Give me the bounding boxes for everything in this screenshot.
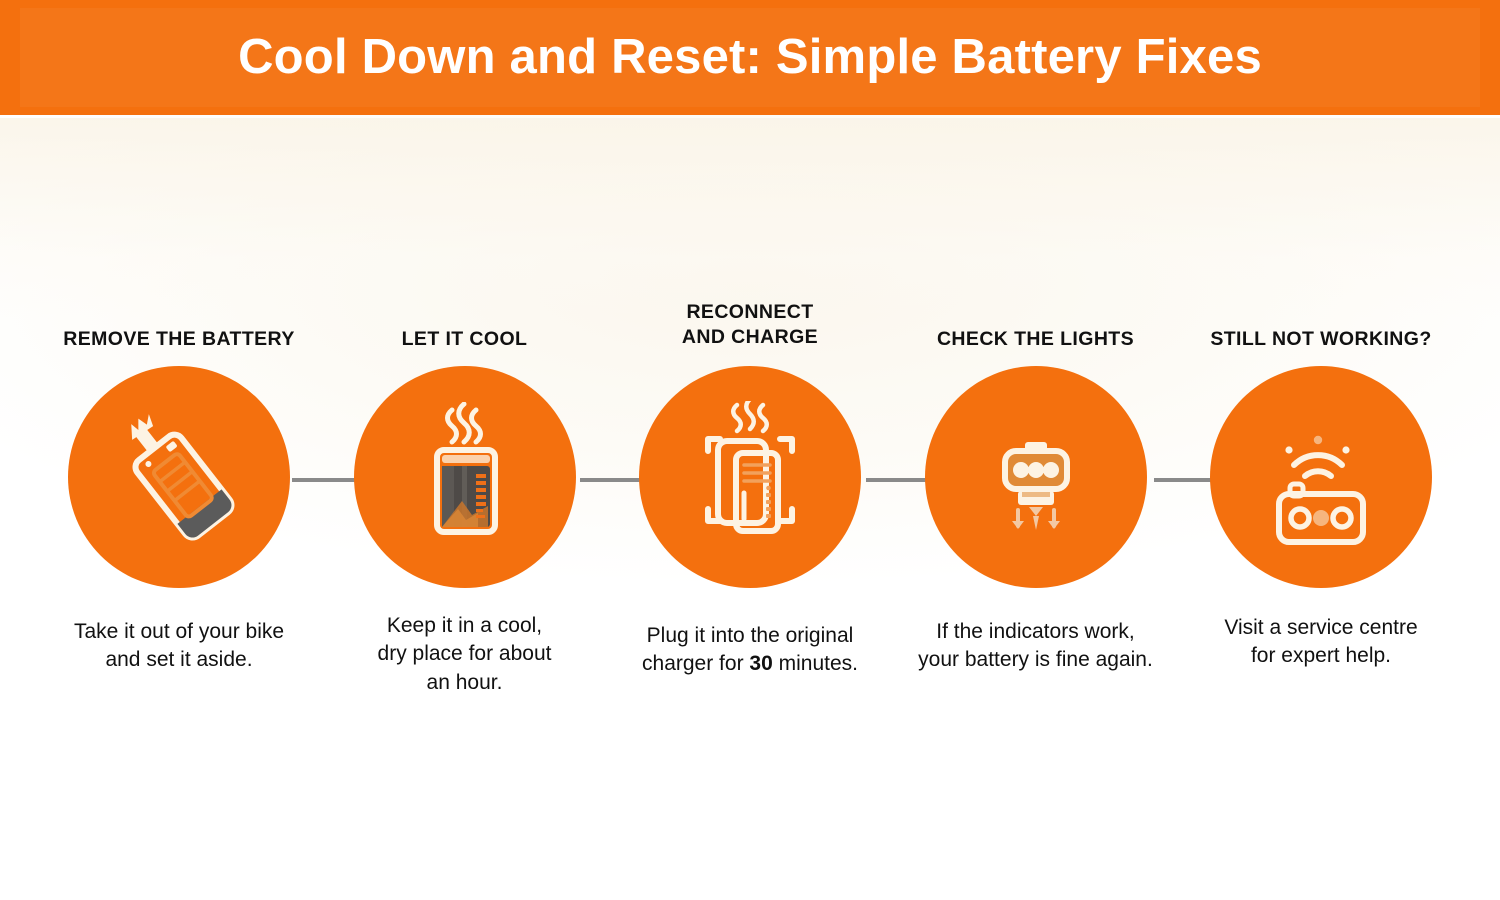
step-3-circle: [639, 366, 861, 588]
header-banner: Cool Down and Reset: Simple Battery Fixe…: [0, 0, 1500, 115]
step-1-circle: [68, 366, 290, 588]
step-5-caption: Visit a service centre for expert help.: [1224, 616, 1418, 668]
step-2-let-it-cool: LET IT COOL: [331, 300, 599, 697]
step-5-icon-circle-wrap: [1210, 366, 1432, 588]
step-1-remove-the-battery: REMOVE THE BATTERY: [45, 300, 313, 675]
indicator-lights-icon: [1001, 442, 1070, 530]
step-4-caption: If the indicators work, your battery is …: [918, 620, 1153, 672]
step-5-label: STILL NOT WORKING?: [1210, 328, 1432, 351]
step-1-icon-circle-wrap: [68, 366, 290, 588]
step-2-label: LET IT COOL: [401, 328, 528, 351]
step-3-caption-after: minutes.: [772, 652, 858, 676]
step-5-still-not-working: STILL NOT WORKING?: [1187, 300, 1455, 671]
step-4-circle: [924, 366, 1147, 588]
step-connector-4-5: [1154, 478, 1226, 482]
step-3-label: RECONNECT AND CHARGE: [681, 301, 819, 348]
step-4-icon-circle-wrap: [924, 366, 1147, 588]
step-3-reconnect-and-charge: RECONNECT AND CHARGE: [616, 300, 884, 679]
steps-row: REMOVE THE BATTERY: [0, 300, 1500, 700]
step-1-label: REMOVE THE BATTERY: [63, 328, 295, 351]
battery-unplugged-icon: [131, 414, 235, 541]
battery-scan-frame-icon: [705, 401, 795, 534]
step-connector-2-3: [580, 478, 652, 482]
step-3-icon-circle-wrap: [639, 366, 861, 588]
step-1-caption: Take it out of your bike and set it asid…: [73, 620, 285, 672]
paper-texture-highlight: [0, 118, 1500, 318]
step-connector-1-2: [292, 478, 364, 482]
step-5-circle: [1210, 366, 1432, 588]
step-3-caption-before: Plug it into the original charger for: [642, 624, 854, 676]
step-3-caption: Plug it into the original charger for 30…: [642, 622, 858, 679]
step-2-icon-circle-wrap: [353, 366, 576, 588]
step-connector-3-4: [866, 478, 938, 482]
page-title: Cool Down and Reset: Simple Battery Fixe…: [238, 30, 1262, 84]
step-4-check-the-lights: CHECK THE LIGHTS: [902, 300, 1170, 675]
wireless-service-device-icon: [1276, 435, 1366, 545]
step-2-caption: Keep it in a cool, dry place for about a…: [377, 614, 552, 694]
battery-heat-waves-icon: [433, 402, 498, 535]
step-3-caption-duration: 30: [749, 652, 773, 676]
step-2-circle: [353, 366, 576, 588]
step-4-label: CHECK THE LIGHTS: [936, 328, 1135, 351]
